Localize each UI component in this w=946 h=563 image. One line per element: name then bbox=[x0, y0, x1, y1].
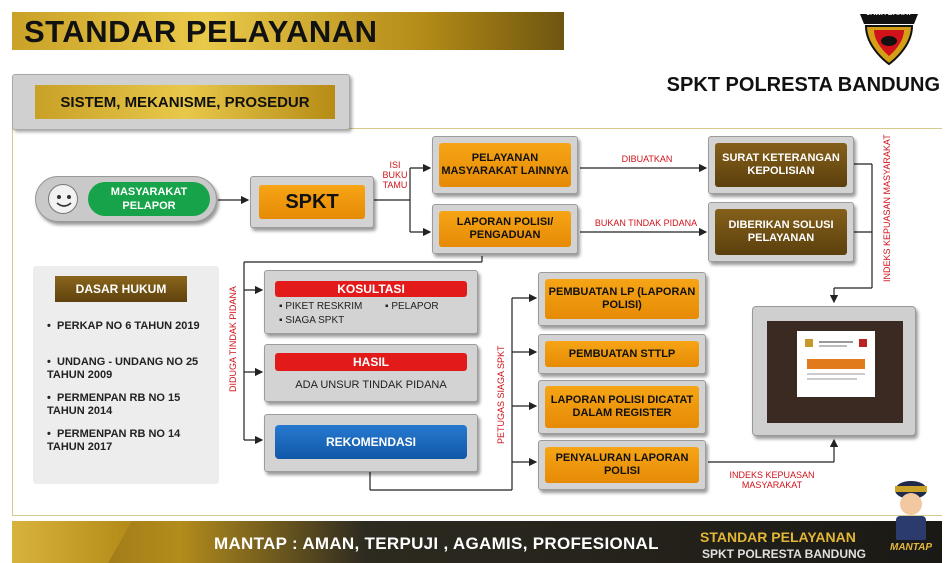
pelayanan-lainnya-node: PELAYANAN MASYARAKAT LAINNYA bbox=[432, 136, 578, 194]
konsultasi-item: ▪ SIAGA SPKT bbox=[279, 315, 345, 326]
laporan-pengaduan-label: LAPORAN POLISI/ PENGADUAN bbox=[439, 211, 571, 247]
section-label: SISTEM, MEKANISME, PROSEDUR bbox=[12, 74, 350, 130]
konsultasi-title: KOSULTASI bbox=[275, 281, 467, 297]
laporan-dicatat-label: LAPORAN POLISI DICATAT DALAM REGISTER bbox=[545, 386, 699, 428]
footer-standar-pelayanan: STANDAR PELAYANAN bbox=[700, 529, 856, 545]
title-bar bbox=[12, 12, 564, 50]
dasar-hukum-item: •PERKAP NO 6 TAHUN 2019 bbox=[47, 320, 200, 332]
pembuatan-sttlp-node: PEMBUATAN STTLP bbox=[538, 334, 706, 374]
dasar-hukum-title: DASAR HUKUM bbox=[55, 276, 187, 302]
section-label-text: SISTEM, MEKANISME, PROSEDUR bbox=[35, 85, 335, 119]
footer-gold-wedge bbox=[12, 521, 132, 563]
laporan-pengaduan-node: LAPORAN POLISI/ PENGADUAN bbox=[432, 204, 578, 254]
spkt-node: SPKT bbox=[250, 176, 374, 228]
dasar-hukum-item: •UNDANG - UNDANG NO 25 TAHUN 2009 bbox=[47, 356, 199, 381]
pelayanan-lainnya-label: PELAYANAN MASYARAKAT LAINNYA bbox=[439, 143, 571, 187]
rekomendasi-node: REKOMENDASI bbox=[264, 414, 478, 472]
isi-buku-tamu-label: ISI BUKU TAMU bbox=[382, 160, 408, 190]
mantap-mascot-icon: MANTAP bbox=[884, 470, 938, 560]
bukan-tindak-pidana-label: BUKAN TINDAK PIDANA bbox=[594, 218, 698, 228]
konsultasi-item: ▪ PIKET RESKRIM bbox=[279, 301, 363, 312]
logo-text: JAWA BARAT bbox=[866, 10, 912, 17]
pembuatan-lp-label: PEMBUATAN LP (LAPORAN POLISI) bbox=[545, 279, 699, 319]
hasil-text: ADA UNSUR TINDAK PIDANA bbox=[295, 379, 447, 391]
indeks-kepuasan-bottom-label: INDEKS KEPUASAN MASYARAKAT bbox=[729, 470, 815, 490]
diberikan-solusi-label: DIBERIKAN SOLUSI PELAYANAN bbox=[715, 209, 847, 255]
penyaluran-label: PENYALURAN LAPORAN POLISI bbox=[545, 447, 699, 483]
main-frame bbox=[12, 128, 942, 516]
monitor-screen-image bbox=[752, 306, 916, 436]
dasar-hukum-item: •PERMENPAN RB NO 14 TAHUN 2017 bbox=[47, 428, 181, 453]
police-logo-icon bbox=[854, 8, 924, 68]
penyaluran-node: PENYALURAN LAPORAN POLISI bbox=[538, 440, 706, 490]
hasil-node: HASIL ADA UNSUR TINDAK PIDANA bbox=[264, 344, 478, 402]
laporan-dicatat-node: LAPORAN POLISI DICATAT DALAM REGISTER bbox=[538, 380, 706, 434]
hasil-title: HASIL bbox=[275, 353, 467, 371]
document-on-screen bbox=[797, 331, 875, 397]
konsultasi-item: ▪ PELAPOR bbox=[385, 301, 439, 312]
masyarakat-pelapor-label: MASYARAKAT PELAPOR bbox=[88, 182, 210, 216]
footer-bar bbox=[12, 521, 942, 563]
page-subtitle: SPKT POLRESTA BANDUNG bbox=[666, 74, 940, 96]
surat-keterangan-node: SURAT KETERANGAN KEPOLISIAN bbox=[708, 136, 854, 194]
smiley-face-icon bbox=[48, 184, 78, 214]
surat-keterangan-label: SURAT KETERANGAN KEPOLISIAN bbox=[715, 143, 847, 187]
page-title: STANDAR PELAYANAN bbox=[24, 14, 378, 49]
pembuatan-lp-node: PEMBUATAN LP (LAPORAN POLISI) bbox=[538, 272, 706, 326]
konsultasi-node: KOSULTASI ▪ PIKET RESKRIM ▪ PELAPOR ▪ SI… bbox=[264, 270, 478, 334]
dasar-hukum-item: •PERMENPAN RB NO 15 TAHUN 2014 bbox=[47, 392, 181, 417]
diberikan-solusi-node: DIBERIKAN SOLUSI PELAYANAN bbox=[708, 202, 854, 262]
mascot-label: MANTAP bbox=[889, 542, 933, 553]
monitor-display bbox=[767, 321, 903, 423]
masyarakat-pelapor-node: MASYARAKAT PELAPOR bbox=[35, 176, 217, 222]
spkt-label: SPKT bbox=[259, 185, 365, 219]
pembuatan-sttlp-label: PEMBUATAN STTLP bbox=[545, 341, 699, 367]
diduga-tindak-pidana-label: DIDUGA TINDAK PIDANA bbox=[228, 286, 238, 392]
rekomendasi-label: REKOMENDASI bbox=[275, 425, 467, 459]
indeks-kepuasan-vertical-label: INDEKS KEPUASAN MASYARAKAT bbox=[882, 134, 892, 282]
footer-motto: MANTAP : AMAN, TERPUJI , AGAMIS, PROFESI… bbox=[214, 534, 659, 553]
petugas-siaga-label: PETUGAS SIAGA SPKT bbox=[496, 345, 506, 444]
dasar-hukum-panel: DASAR HUKUM •PERKAP NO 6 TAHUN 2019 •UND… bbox=[33, 266, 219, 484]
dibuatkan-label: DIBUATKAN bbox=[621, 154, 673, 164]
footer-spkt-polresta: SPKT POLRESTA BANDUNG bbox=[702, 547, 867, 561]
